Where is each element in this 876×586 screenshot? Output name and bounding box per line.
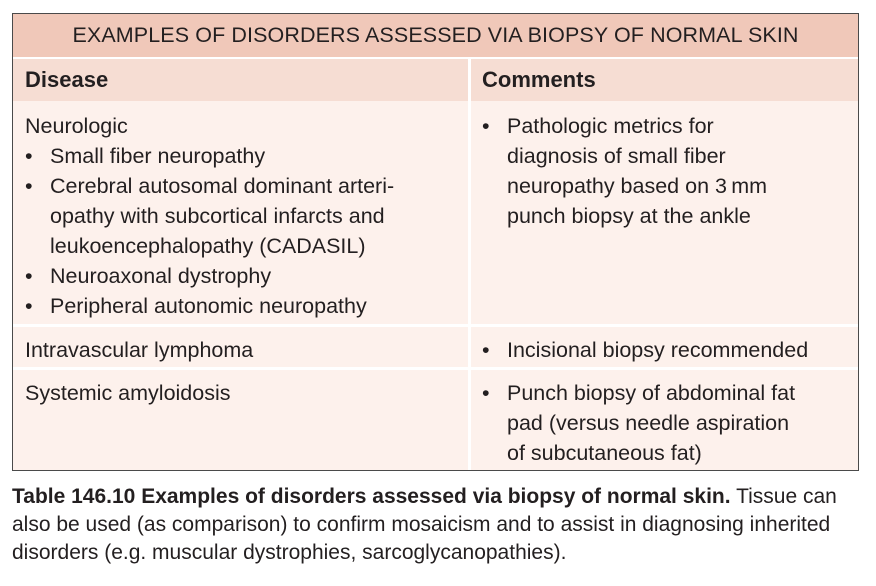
- bullet-icon: •: [25, 294, 33, 318]
- table-caption: Table 146.10 Examples of disorders asses…: [12, 483, 872, 567]
- table-row-lymphoma-comments: • Incisional biopsy recommended: [482, 335, 808, 365]
- disease-heading: Intravascular lymphoma: [25, 338, 254, 362]
- caption-text: Tissue can also be used (as comparison) …: [12, 485, 837, 564]
- disease-heading: Neurologic: [25, 114, 128, 138]
- caption-label: Table 146.10 Examples of disorders asses…: [12, 485, 731, 508]
- column-divider: [468, 59, 471, 470]
- bullet-icon: •: [482, 381, 490, 405]
- table-row-amyloidosis-disease: Systemic amyloidosis: [25, 378, 231, 408]
- disorders-table: EXAMPLES OF DISORDERS ASSESSED VIA BIOPS…: [12, 13, 859, 471]
- disease-heading: Systemic amyloidosis: [25, 381, 231, 405]
- list-item: • Neuroaxonal dystrophy: [25, 261, 394, 291]
- list-item: • Punch biopsy of abdominal fat pad (ver…: [482, 378, 795, 468]
- bullet-icon: •: [482, 338, 490, 362]
- table-row-neurologic-disease: Neurologic • Small fiber neuropathy • Ce…: [25, 111, 394, 321]
- list-item: • Small fiber neuropathy: [25, 141, 394, 171]
- bullet-icon: •: [482, 114, 490, 138]
- title-divider: [13, 57, 858, 59]
- header-comments: Comments: [482, 67, 596, 92]
- bullet-icon: •: [25, 174, 33, 198]
- bullet-icon: •: [25, 144, 33, 168]
- list-item: • Peripheral autonomic neuropathy: [25, 291, 394, 321]
- table-row-amyloidosis-comments: • Punch biopsy of abdominal fat pad (ver…: [482, 378, 795, 468]
- list-item: • Cerebral autosomal dominant arteri- op…: [25, 171, 394, 261]
- table-header-row: Disease Comments: [13, 59, 858, 101]
- table-row-neurologic-comments: • Pathologic metrics for diagnosis of sm…: [482, 111, 767, 231]
- table-title: EXAMPLES OF DISORDERS ASSESSED VIA BIOPS…: [13, 14, 858, 57]
- list-item: • Incisional biopsy recommended: [482, 335, 808, 365]
- row-divider: [13, 367, 858, 370]
- list-item: • Pathologic metrics for diagnosis of sm…: [482, 111, 767, 231]
- header-disease: Disease: [25, 67, 109, 92]
- table-row-lymphoma-disease: Intravascular lymphoma: [25, 335, 253, 365]
- row-divider: [13, 324, 858, 327]
- bullet-icon: •: [25, 264, 33, 288]
